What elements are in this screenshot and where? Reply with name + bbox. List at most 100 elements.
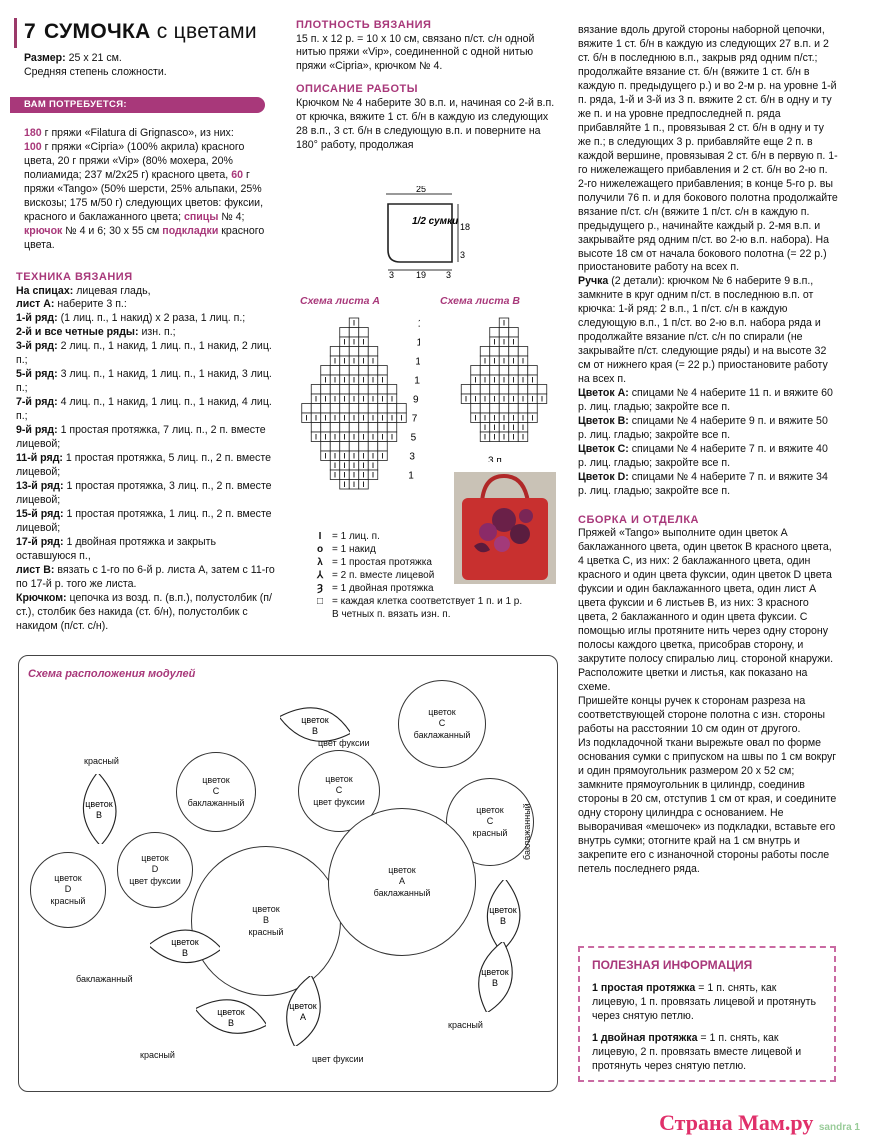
legend-symbol: I [318,530,322,542]
chart-row-label: 17 [418,319,420,330]
pattern-center-text: 1/2 сумки [412,216,458,227]
materials: 180 г пряжи «Filatura di Grignasco», из … [24,127,274,253]
chart-cell [479,403,491,414]
chart-cell [367,441,379,452]
chart-cell [377,403,388,414]
chart-cell [377,384,388,395]
flower-label: Цветок В: [578,415,629,428]
technique-text: 1 простая протяжка, 1 лиц. п., 2 п. вмес… [16,508,272,534]
pattern-bottom: 19 [416,270,426,278]
technique-text: цепочка из возд. п. (в.п.), полустолбик … [16,591,272,632]
leaf-label: В [492,978,498,988]
flower-label: Цветок А: [578,387,629,400]
module-line: С [212,786,220,797]
column-3: вязание вдоль другой стороны наборной це… [578,24,838,877]
legend-symbol: λ [317,556,323,568]
chart-row-label: 7 [412,414,418,425]
size-block: Размер: 25 x 21 см. Средняя степень слож… [24,52,264,80]
module-line: красный [248,926,284,937]
chart-cell [508,365,519,376]
leaf-label: цветок [171,937,199,947]
chart-cell [329,422,341,433]
chart-cell [367,422,379,433]
materials-text: красного цвета. [24,224,265,251]
leaf-caption: баклажанный [522,803,532,860]
technique-label: 5-й ряд: [16,368,58,381]
technique-text: 1 двойная протяжка и закрыть оставшуюся … [16,535,217,562]
legend-row: λ= 1 простая протяжка [314,556,574,569]
technique-line: 5-й ряд: 3 лиц. п., 1 накид, 1 лиц. п., … [16,368,276,396]
chart-cell [301,403,312,414]
chart-cell [320,441,331,452]
chart-cell [348,365,360,376]
technique-lines: На спицах: лицевая гладь,лист А: наберит… [16,285,276,634]
info-def-1: = 1 п. снять, как лицевую, 1 п. провязат… [592,981,816,1022]
chart-foot-label: 3 п. [488,456,505,463]
module-line: баклажанный [187,797,245,808]
chart-cell [367,365,379,376]
info-box: ПОЛЕЗНАЯ ИНФОРМАЦИЯ 1 простая протяжка =… [578,946,836,1082]
legend-row: o= 1 накид [314,543,574,556]
leaf-label: цветок [301,715,329,725]
title-bold: СУМОЧКА [43,20,151,43]
chart-cell [358,346,369,357]
pattern-bottom: 3 [446,270,451,278]
pattern-right2: 3 [460,250,465,260]
materials-text: № 4 и 6; 30 х 55 см [62,224,163,237]
technique-text: 1 простая протяжка, 7 лиц. п., 2 п. вмес… [16,424,266,451]
technique-label: 17-й ряд: [16,535,64,548]
leaf-shape [150,929,220,964]
chart-cell [329,384,341,395]
chart-cell [479,384,491,395]
chart-cell [508,384,519,395]
module-layout-title: Схема расположения модулей [28,668,196,680]
module-line: цветок [476,805,504,816]
legend-symbol: □ [316,595,324,607]
chart-cell [489,346,500,357]
leaf-label: А [300,1012,306,1022]
legend-text: = 1 лиц. п. [332,530,380,542]
chart-cell [386,403,398,414]
leaf-label: цветок [481,967,509,977]
materials-amount: 60 [231,168,243,181]
chart-cell [517,365,529,376]
legend-row: Ȝ= 1 двойная протяжка [314,582,574,595]
chart-cell [320,365,331,376]
half-bag-pattern: 25 18 3 3 19 3 1/2 сумки [386,186,470,278]
module-line: цвет фуксии [129,875,181,886]
technique-text: вязать с 1-го по 6-й р. листа А, затем с… [16,563,275,590]
size-value: 25 x 21 см. [68,52,122,64]
handle-label: Ручка [578,275,609,288]
footer-tld: .ру [784,1110,814,1135]
leaf-label: цветок [217,1007,245,1017]
chart-cell [508,327,519,338]
leaf-label: цветок [85,799,113,809]
module-line: цветок [325,774,353,785]
leaf-label: В [228,1018,234,1028]
chart-row-label: 3 [409,452,415,463]
flower-text: спицами № 4 наберите 7 п. и вяжите 40 р.… [578,443,828,470]
chart-cell [358,441,369,452]
module-line: красный [472,827,508,838]
chart-cell [527,384,538,395]
technique-text: 1 простая протяжка, 3 лиц. п., 2 п. вмес… [16,480,272,507]
info-term-1: 1 простая протяжка [592,981,696,994]
chart-cell [348,327,360,338]
materials-text: № 4; [218,210,245,223]
info-heading: ПОЛЕЗНАЯ ИНФОРМАЦИЯ [592,958,753,972]
technique-line: 11-й ряд: 1 простая протяжка, 5 лиц. п.,… [16,452,276,480]
module-line: D [64,884,72,895]
chart-cell [396,403,407,414]
module-line: цвет фуксии [313,796,365,807]
chart-cell [358,384,369,395]
module-line: С [438,718,446,729]
technique-label: На спицах: [16,284,74,297]
technique-line: 1-й ряд: (1 лиц. п., 1 накид) х 2 раза, … [16,312,276,326]
chart-cell [517,403,529,414]
